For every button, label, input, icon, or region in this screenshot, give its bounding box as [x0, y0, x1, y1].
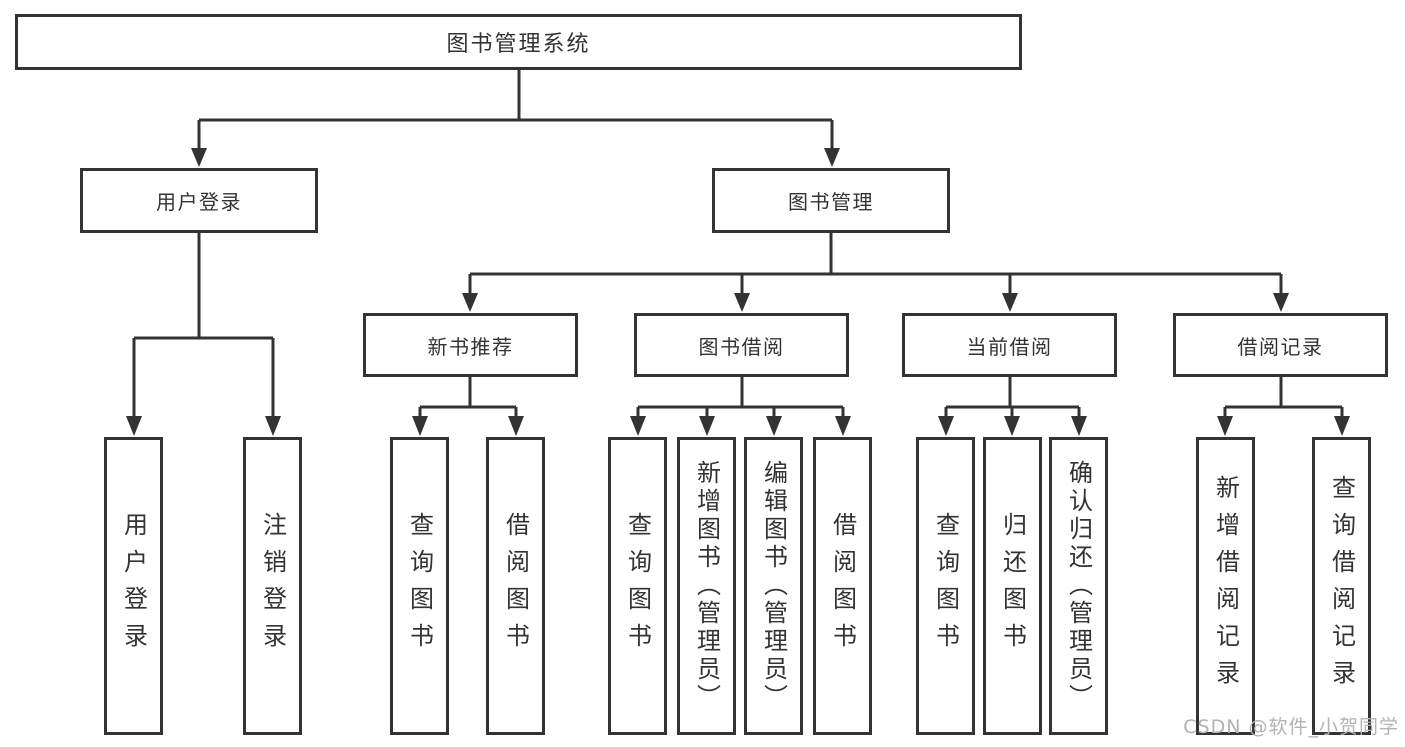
node-user-login: 用户登录 [80, 168, 318, 233]
node-current-borrow: 当前借阅 [902, 313, 1117, 377]
watermark: CSDN @软件_小贺同学 [1183, 716, 1399, 738]
node-root: 图书管理系统 [15, 14, 1022, 70]
leaf-query-books-recommend: 查询图书 [390, 437, 449, 735]
leaf-add-borrow-record-label: 新增借阅记录 [1211, 475, 1240, 697]
leaf-logout-label: 注销登录 [258, 512, 287, 660]
leaf-borrow-books-recommend: 借阅图书 [486, 437, 545, 735]
leaf-confirm-return-admin-label: 确认归还（管理员） [1064, 460, 1093, 712]
leaf-edit-book-admin: 编辑图书（管理员） [744, 437, 803, 735]
leaf-query-books-current: 查询图书 [916, 437, 975, 735]
leaf-add-book-admin: 新增图书（管理员） [677, 437, 736, 735]
leaf-query-borrow-record: 查询借阅记录 [1312, 437, 1371, 735]
leaf-edit-book-admin-label: 编辑图书（管理员） [759, 460, 788, 712]
leaf-confirm-return-admin: 确认归还（管理员） [1049, 437, 1108, 735]
node-new-book-recommend: 新书推荐 [363, 313, 578, 377]
leaf-query-books-borrow: 查询图书 [608, 437, 667, 735]
leaf-query-borrow-record-label: 查询借阅记录 [1327, 475, 1356, 697]
node-book-management: 图书管理 [712, 168, 950, 233]
leaf-query-books-borrow-label: 查询图书 [623, 512, 652, 660]
leaf-return-book: 归还图书 [983, 437, 1042, 735]
leaf-add-borrow-record: 新增借阅记录 [1196, 437, 1255, 735]
leaf-borrow-books: 借阅图书 [813, 437, 872, 735]
leaf-user-login-label: 用户登录 [119, 512, 148, 660]
node-book-borrow: 图书借阅 [634, 313, 849, 377]
leaf-query-books-current-label: 查询图书 [931, 512, 960, 660]
leaf-user-login: 用户登录 [104, 437, 163, 735]
leaf-borrow-books-label: 借阅图书 [828, 512, 857, 660]
leaf-borrow-books-recommend-label: 借阅图书 [501, 512, 530, 660]
leaf-query-books-recommend-label: 查询图书 [405, 512, 434, 660]
leaf-logout: 注销登录 [243, 437, 302, 735]
node-borrow-records: 借阅记录 [1173, 313, 1388, 377]
leaf-return-book-label: 归还图书 [998, 512, 1027, 660]
leaf-add-book-admin-label: 新增图书（管理员） [692, 460, 721, 712]
